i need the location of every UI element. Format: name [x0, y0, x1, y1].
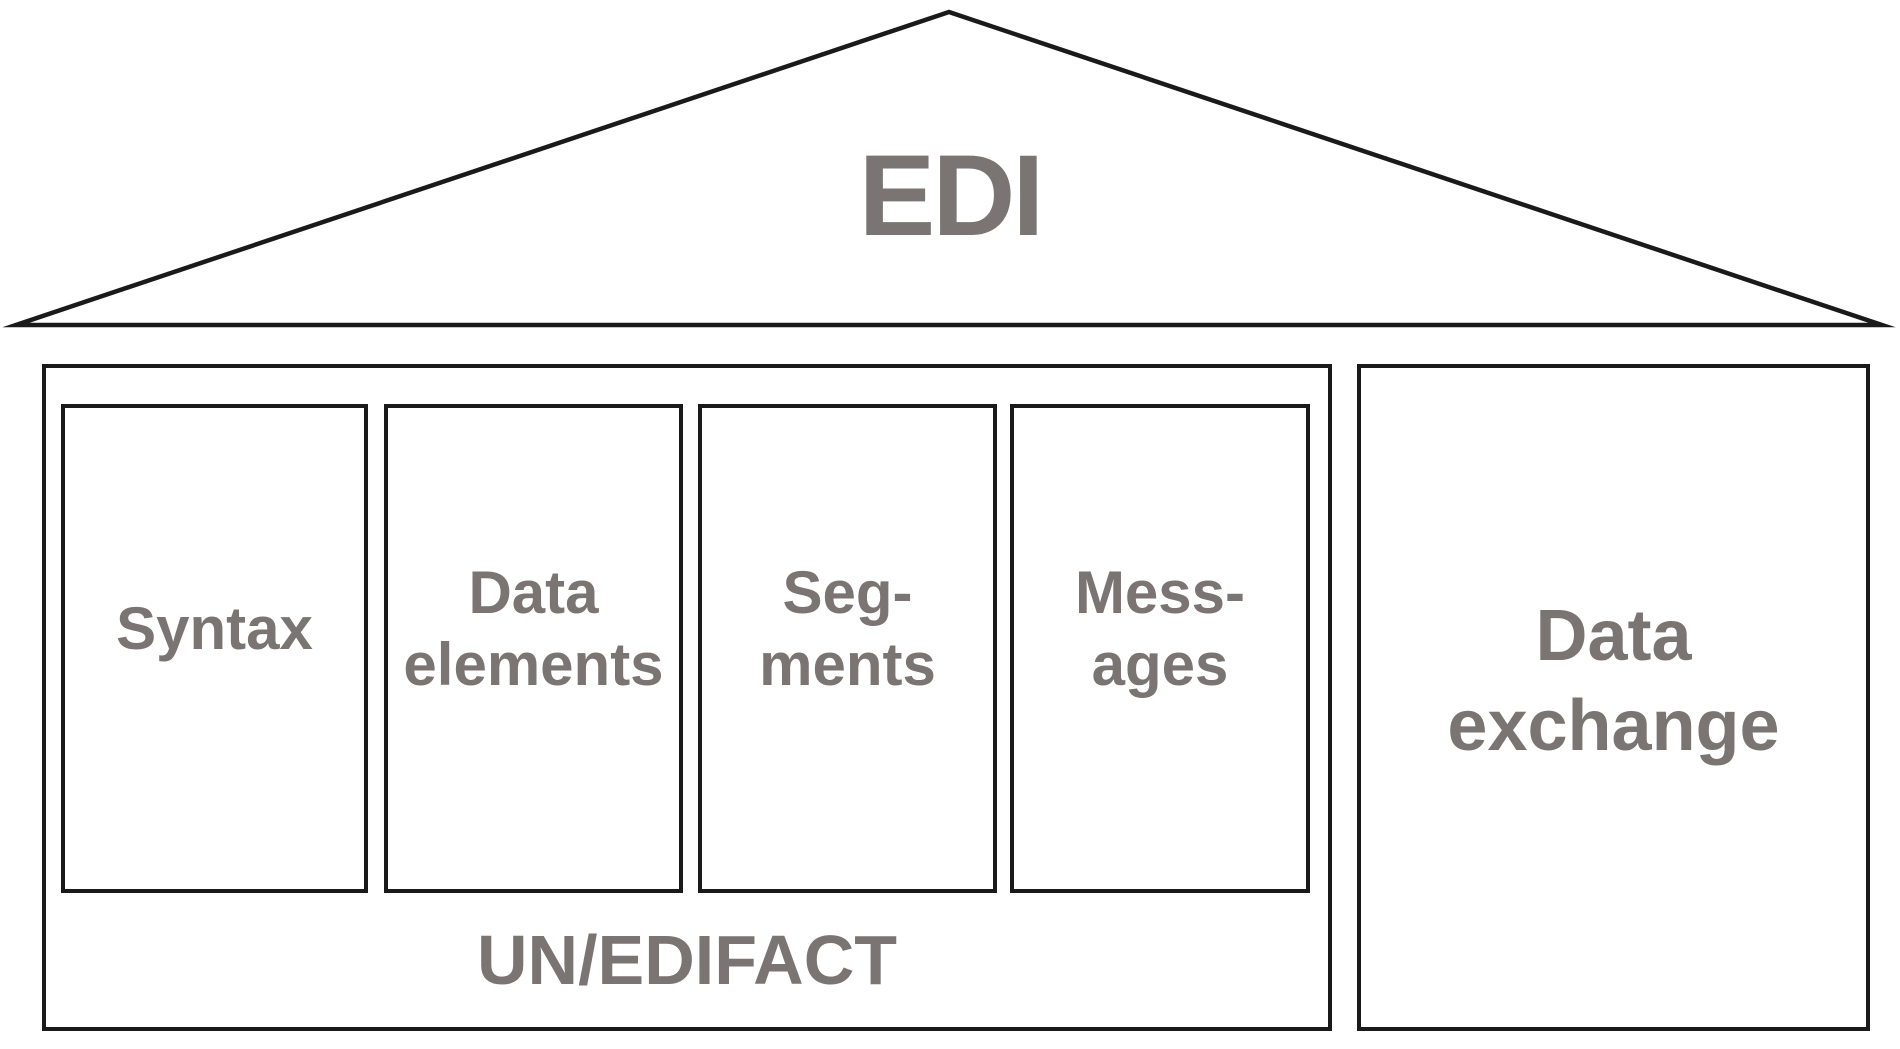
roof-outline	[2, 9, 1896, 328]
data-exchange-box: Data exchange	[1357, 364, 1870, 1031]
unedifact-container: Syntax Data elements Seg- ments Mess- ag…	[42, 364, 1332, 1031]
roof-label: EDI	[858, 132, 1045, 260]
pillar-syntax: Syntax	[61, 404, 368, 893]
pillar-messages: Mess- ages	[1010, 404, 1310, 893]
pillar-data-elements: Data elements	[384, 404, 683, 893]
unedifact-label: UN/EDIFACT	[477, 921, 897, 999]
pillar-segments: Seg- ments	[698, 404, 997, 893]
